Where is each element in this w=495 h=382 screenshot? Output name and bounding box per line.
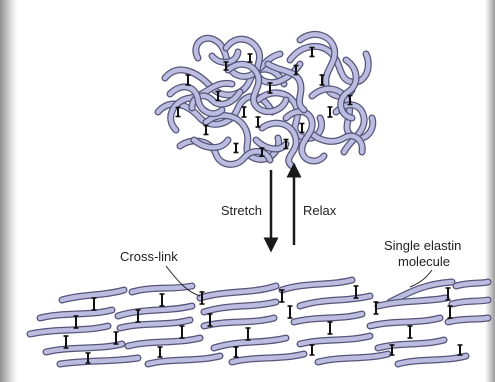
stretched-elastin-strand-28 — [395, 353, 469, 367]
stretched-elastin-strand-4 — [279, 277, 355, 293]
single-elastin-label-line1: Single elastin — [384, 238, 461, 253]
stretched-elastin-strand-12 — [449, 297, 491, 307]
tangled-elastin-strand-4 — [168, 81, 235, 133]
stretched-elastin-strand-2 — [129, 283, 195, 295]
stretched-elastin-strand-6 — [453, 279, 491, 289]
tangled-elastin-strand-1 — [162, 67, 287, 98]
stretched-elastin-strand-3 — [197, 283, 279, 301]
stretched-elastin-strand-14 — [117, 317, 193, 331]
tangled-elastin-strand-15 — [307, 129, 365, 155]
tangled-elastin-strand-17 — [167, 84, 225, 116]
stretched-elastin-strand-7 — [37, 307, 115, 321]
stretched-elastin-strand-8 — [115, 303, 195, 319]
stretched-elastin-strand-5 — [387, 279, 455, 305]
tangled-elastin-strand-21 — [338, 57, 359, 121]
relaxed-elastin-network — [154, 30, 377, 170]
tangled-elastin-strand-13 — [225, 62, 289, 114]
cross-link-label: Cross-link — [120, 249, 178, 264]
stretched-elastin-strand-1 — [59, 287, 127, 303]
stretched-elastin-strand-16 — [291, 311, 365, 325]
tangled-elastin-strand-23 — [253, 137, 289, 152]
stretched-elastin-network — [26, 276, 492, 368]
tangled-elastin-strand-20 — [265, 61, 307, 113]
page-shadow-left — [0, 0, 18, 382]
stretched-elastin-strand-22 — [297, 333, 373, 347]
stretched-elastin-strand-26 — [229, 351, 307, 365]
stretched-elastin-strand-20 — [125, 335, 203, 349]
relaxed-cross-links — [175, 46, 353, 157]
tangled-elastin-strand-5 — [223, 37, 303, 85]
tangled-elastin-strand-11 — [259, 120, 299, 169]
single-elastin-label-line2: molecule — [398, 254, 450, 269]
stretched-elastin-strand-25 — [145, 353, 223, 367]
stretched-elastin-strand-9 — [201, 299, 279, 315]
stretched-elastin-strand-10 — [297, 293, 373, 309]
stretched-elastin-strand-13 — [27, 323, 111, 337]
tangled-elastin-strand-6 — [287, 44, 371, 85]
stretched-elastin-strand-11 — [375, 295, 449, 309]
stretched-cross-links — [63, 285, 463, 364]
tangled-elastin-strand-9 — [203, 113, 281, 162]
tangled-elastin-strand-22 — [191, 137, 231, 150]
stretched-elastin-strand-17 — [367, 315, 443, 329]
stretched-elastin-strand-18 — [445, 315, 491, 325]
single-elastin-pointer — [409, 269, 433, 288]
page-shadow-right — [485, 0, 495, 382]
tangled-elastin-strand-7 — [297, 32, 355, 99]
stretched-elastin-strand-23 — [375, 337, 447, 351]
relax-label: Relax — [303, 203, 337, 218]
stretched-elastin-strand-19 — [43, 341, 125, 355]
tangled-elastin-strand-14 — [333, 102, 367, 155]
tangled-elastin-strand-8 — [309, 86, 376, 141]
stretched-elastin-strand-21 — [211, 335, 289, 351]
stretched-elastin-strand-24 — [57, 355, 141, 367]
stretch-label: Stretch — [221, 203, 262, 218]
stretched-elastin-strand-27 — [315, 351, 391, 365]
cross-link-pointer — [165, 265, 201, 297]
